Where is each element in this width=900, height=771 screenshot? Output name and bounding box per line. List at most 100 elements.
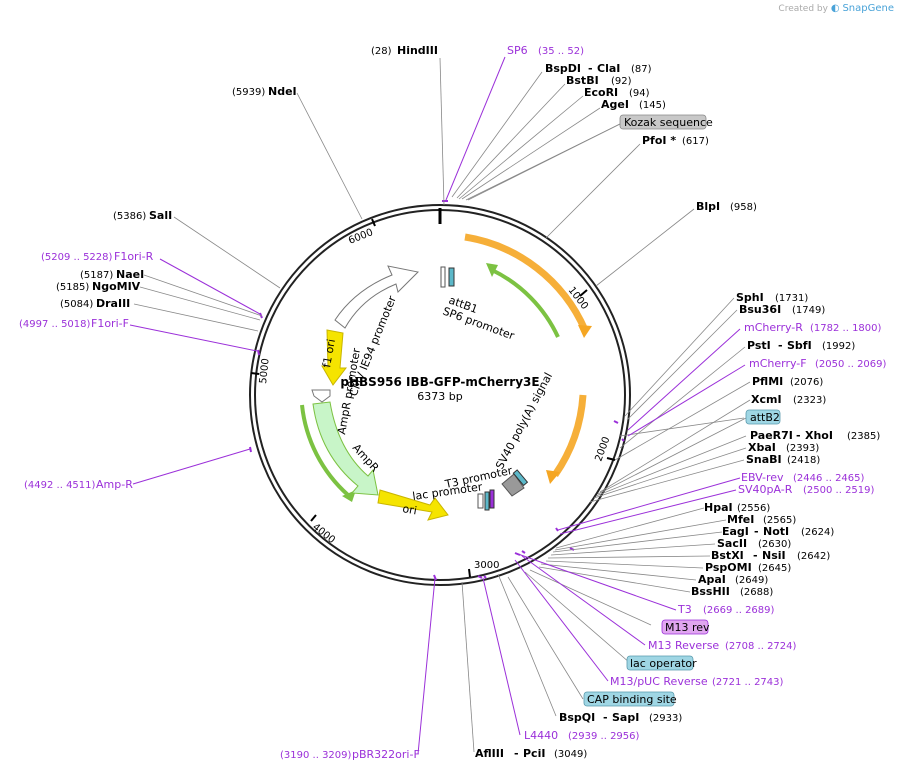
enzyme-hindiii[interactable]: (28) HindIII bbox=[371, 44, 438, 57]
enzyme-sacii[interactable]: SacII (2630) bbox=[717, 537, 791, 550]
enzyme-clai-pos: (87) bbox=[631, 64, 652, 75]
enzyme-hindiii-pos: (28) bbox=[371, 46, 392, 57]
primer-f1ori-r-name: F1ori-R bbox=[114, 250, 154, 263]
attb2-label: attB2 bbox=[750, 411, 780, 424]
enzyme-ndei[interactable]: (5939) NdeI bbox=[232, 85, 297, 98]
enzyme-snabi[interactable]: SnaBI (2418) bbox=[746, 453, 820, 466]
ampr-feature[interactable] bbox=[312, 401, 379, 496]
primer-amp-r-range: (4492 .. 4511) bbox=[24, 480, 96, 491]
primer-f1ori-r[interactable]: (5209 .. 5228) F1ori-R bbox=[41, 250, 154, 263]
primer-mcherry-f-range: (2050 .. 2069) bbox=[815, 359, 887, 370]
primer-m13-puc-reverse-range: (2721 .. 2743) bbox=[712, 677, 784, 688]
enzyme-bstxi-nsii[interactable]: BstXI - NsiI (2642) bbox=[711, 549, 830, 562]
primer-ebv-rev[interactable]: EBV-rev (2446 .. 2465) bbox=[741, 471, 865, 484]
enzyme-bstbi[interactable]: BstBI (92) bbox=[566, 74, 632, 87]
enzyme-sphi[interactable]: SphI (1731) bbox=[736, 291, 808, 304]
lac-operator-label: lac operator bbox=[630, 657, 697, 670]
feature-kozak-sequence[interactable]: Kozak sequence bbox=[619, 114, 713, 130]
sp6-promoter-feature[interactable] bbox=[440, 266, 446, 288]
enzyme-bsshii[interactable]: BssHII (2688) bbox=[691, 585, 773, 598]
f1-ori-feature[interactable] bbox=[321, 329, 348, 386]
enzyme-ecori[interactable]: EcoRI (94) bbox=[584, 86, 650, 99]
primer-mcherry-f[interactable]: mCherry-F (2050 .. 2069) bbox=[749, 357, 887, 370]
feature-cap-binding-site[interactable]: CAP binding site bbox=[583, 691, 677, 707]
enzyme-agei[interactable]: AgeI (145) bbox=[601, 98, 666, 111]
enzyme-sphi-pos: (1731) bbox=[775, 293, 808, 304]
enzyme-apai[interactable]: ApaI (2649) bbox=[698, 573, 768, 586]
primer-sp6[interactable]: SP6 (35 .. 52) bbox=[507, 44, 584, 57]
primer-f1ori-f-range: (4997 .. 5018) bbox=[19, 319, 91, 330]
t3-promoter-feature[interactable] bbox=[477, 493, 484, 509]
ori-feature[interactable] bbox=[377, 489, 449, 521]
enzyme-psti-sbfi[interactable]: PstI - SbfI (1992) bbox=[747, 339, 855, 352]
primer-m13-puc-reverse[interactable]: M13/pUC Reverse (2721 .. 2743) bbox=[610, 675, 784, 688]
enzyme-paer7i-name: PaeR7I bbox=[750, 429, 793, 442]
primer-sv40pa-r[interactable]: SV40pA-R (2500 .. 2519) bbox=[738, 483, 875, 496]
cmv-promoter-feature[interactable] bbox=[334, 265, 420, 329]
primer-f1ori-f[interactable]: (4997 .. 5018) F1ori-F bbox=[19, 317, 129, 330]
enzyme-sali-name: SalI bbox=[149, 209, 172, 222]
enzyme-pflmi[interactable]: PflMI (2076) bbox=[752, 375, 823, 388]
enzyme-blpi-name: BlpI bbox=[696, 200, 720, 213]
enzyme-xhoi-name: XhoI bbox=[805, 429, 833, 442]
sp6-promoter-label: SP6 promoter bbox=[441, 305, 517, 343]
enzyme-ecori-pos: (94) bbox=[629, 88, 650, 99]
primer-t3[interactable]: T3 (2669 .. 2689) bbox=[677, 603, 775, 616]
backbone-outer-ring bbox=[249, 204, 631, 586]
primer-mcherry-r-name: mCherry-R bbox=[744, 321, 803, 334]
enzyme-xcmi[interactable]: XcmI (2323) bbox=[751, 393, 826, 406]
enzyme-sapi-dash: - bbox=[603, 711, 608, 724]
enzyme-hpai[interactable]: HpaI (2556) bbox=[704, 501, 770, 514]
enzyme-draiii-pos: (5084) bbox=[60, 299, 93, 310]
enzyme-paer7i-xhoi[interactable]: PaeR7I - XhoI (2385) bbox=[750, 429, 880, 442]
lac-operator-feature[interactable] bbox=[489, 489, 495, 509]
enzyme-draiii[interactable]: (5084) DraIII bbox=[60, 297, 130, 310]
primer-pbr322ori-f[interactable]: (3190 .. 3209) pBR322ori-F bbox=[280, 748, 420, 761]
enzyme-sali[interactable]: (5386) SalI bbox=[113, 209, 172, 222]
enzyme-xhoi-pos: (2385) bbox=[847, 431, 880, 442]
ampr-promoter-feature[interactable] bbox=[311, 389, 331, 403]
green-feature-left[interactable] bbox=[300, 404, 350, 497]
primer-mcherry-r[interactable]: mCherry-R (1782 .. 1800) bbox=[744, 321, 882, 334]
credit-brand: SnapGene bbox=[842, 3, 894, 14]
enzyme-ngomiv-pos: (5185) bbox=[56, 282, 89, 293]
enzyme-bspdi-clai[interactable]: BspDI - ClaI (87) bbox=[545, 62, 652, 75]
primer-m13-reverse[interactable]: M13 Reverse (2708 .. 2724) bbox=[648, 639, 797, 652]
enzyme-bspqi-sapi[interactable]: BspQI - SapI (2933) bbox=[559, 711, 682, 724]
enzyme-pspomi[interactable]: PspOMI (2645) bbox=[705, 561, 791, 574]
enzyme-sapi-pos: (2933) bbox=[649, 713, 682, 724]
sv40-polya-feature[interactable] bbox=[501, 473, 525, 497]
orange-feature-top[interactable] bbox=[464, 233, 589, 332]
enzyme-apai-pos: (2649) bbox=[735, 575, 768, 586]
enzyme-pspomi-name: PspOMI bbox=[705, 561, 752, 574]
lac-promoter-feature[interactable] bbox=[484, 491, 490, 511]
enzyme-pfoi[interactable]: PfoI * (617) bbox=[642, 134, 709, 147]
orange-feature-right[interactable] bbox=[552, 394, 587, 477]
enzyme-mfei[interactable]: MfeI (2565) bbox=[727, 513, 796, 526]
primer-mcherry-f-name: mCherry-F bbox=[749, 357, 807, 370]
credit-badge[interactable]: Created by ◐ SnapGene bbox=[778, 3, 894, 14]
green-feature-top[interactable] bbox=[491, 268, 560, 338]
attb1-feature[interactable] bbox=[448, 267, 455, 287]
enzyme-ngomiv[interactable]: (5185) NgoMIV bbox=[56, 280, 141, 293]
primer-amp-r[interactable]: (4492 .. 4511) Amp-R bbox=[24, 478, 133, 491]
enzyme-hindiii-name: HindIII bbox=[397, 44, 438, 57]
enzyme-afliii-pcii[interactable]: AflIII - PciI (3049) bbox=[475, 747, 587, 760]
enzyme-naei[interactable]: (5187) NaeI bbox=[80, 268, 144, 281]
feature-lac-operator[interactable]: lac operator bbox=[626, 655, 697, 671]
enzyme-eagi-noti[interactable]: EagI - NotI (2624) bbox=[722, 525, 834, 538]
feature-m13-rev[interactable]: M13 rev bbox=[661, 619, 710, 635]
attb2-feature[interactable] bbox=[512, 469, 529, 487]
primer-sp6-name: SP6 bbox=[507, 44, 528, 57]
enzyme-bsu36i[interactable]: Bsu36I (1749) bbox=[739, 303, 825, 316]
primer-l4440[interactable]: L4440 (2939 .. 2956) bbox=[524, 729, 640, 742]
enzyme-bstxi-name: BstXI bbox=[711, 549, 744, 562]
feature-attb2[interactable]: attB2 bbox=[745, 409, 781, 425]
enzyme-ecori-name: EcoRI bbox=[584, 86, 618, 99]
enzyme-pfoi-pos: (617) bbox=[682, 136, 709, 147]
enzyme-blpi[interactable]: BlpI (958) bbox=[696, 200, 757, 213]
enzyme-xbai[interactable]: XbaI (2393) bbox=[748, 441, 819, 454]
primer-sv40pa-r-range: (2500 .. 2519) bbox=[803, 485, 875, 496]
